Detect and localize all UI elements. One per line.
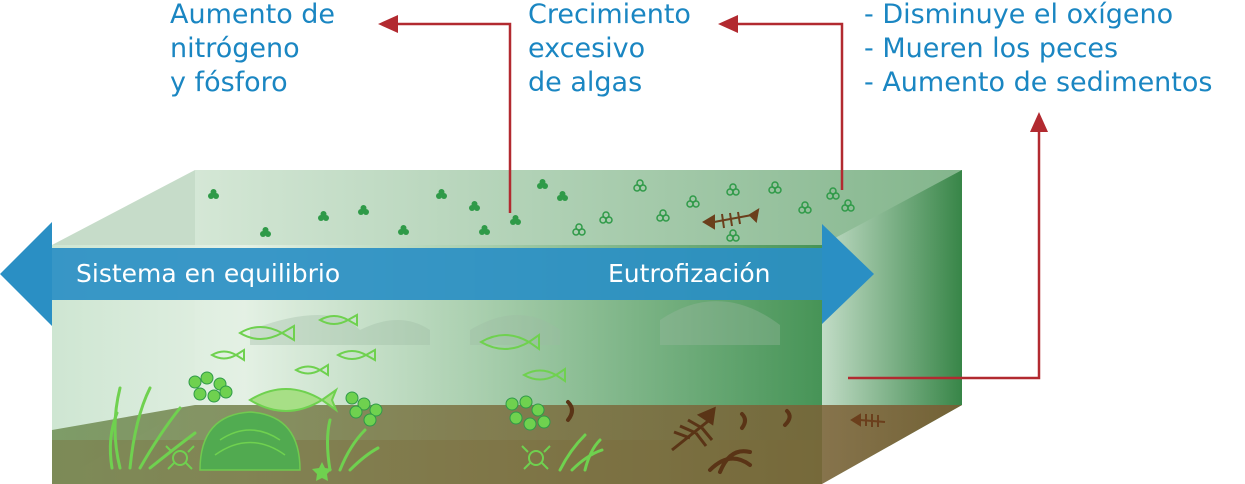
background-plants [250, 301, 780, 345]
brain-coral-icon [199, 411, 301, 471]
starfish-icon [312, 462, 332, 481]
sediment-to-consequences-arrow [848, 130, 1041, 380]
consequences-list: - Disminuye el oxígeno - Mueren los pece… [864, 0, 1212, 100]
consequence-item: - Disminuye el oxígeno [864, 0, 1174, 30]
fish-skeleton-sediment-icon [671, 406, 716, 452]
arrowhead-up-icon [1030, 112, 1048, 132]
label-line: de algas [528, 67, 643, 98]
eutrophication-label: Eutrofización [608, 259, 771, 288]
label-line: Aumento de [170, 0, 336, 30]
seagrass-icon [108, 386, 604, 472]
trend-band [0, 222, 874, 326]
algae-clusters [208, 179, 568, 237]
band-right-arrowhead [822, 224, 874, 324]
arrowhead-left-icon [378, 15, 398, 33]
band-left-arrowhead [0, 222, 52, 326]
dead-fish-icon [702, 207, 760, 230]
coral-icon [188, 371, 551, 431]
nutrient-increase-label: Aumento de nitrógeno y fósforo [170, 0, 335, 100]
band-body [52, 248, 822, 300]
dead-fish-icon [850, 413, 886, 427]
tuna-fish-icon [248, 387, 339, 413]
consequence-item: - Aumento de sedimentos [864, 67, 1213, 98]
algae-to-label-arrow [735, 22, 844, 190]
label-line: excesivo [528, 33, 646, 64]
label-line: y fósforo [170, 67, 288, 98]
nutrient-to-label-arrow [395, 22, 512, 213]
algae-bloom [572, 179, 855, 242]
dead-plant-icon [566, 400, 792, 474]
healthy-fish-icon [210, 313, 566, 383]
label-line: nitrógeno [170, 33, 300, 64]
equilibrium-label: Sistema en equilibrio [76, 259, 341, 288]
arrowhead-left-icon [718, 15, 738, 33]
algae-growth-label: Crecimiento excesivo de algas [528, 0, 691, 100]
label-line: Crecimiento [528, 0, 691, 30]
crab-icon [165, 445, 551, 470]
consequence-item: - Mueren los peces [864, 33, 1119, 64]
